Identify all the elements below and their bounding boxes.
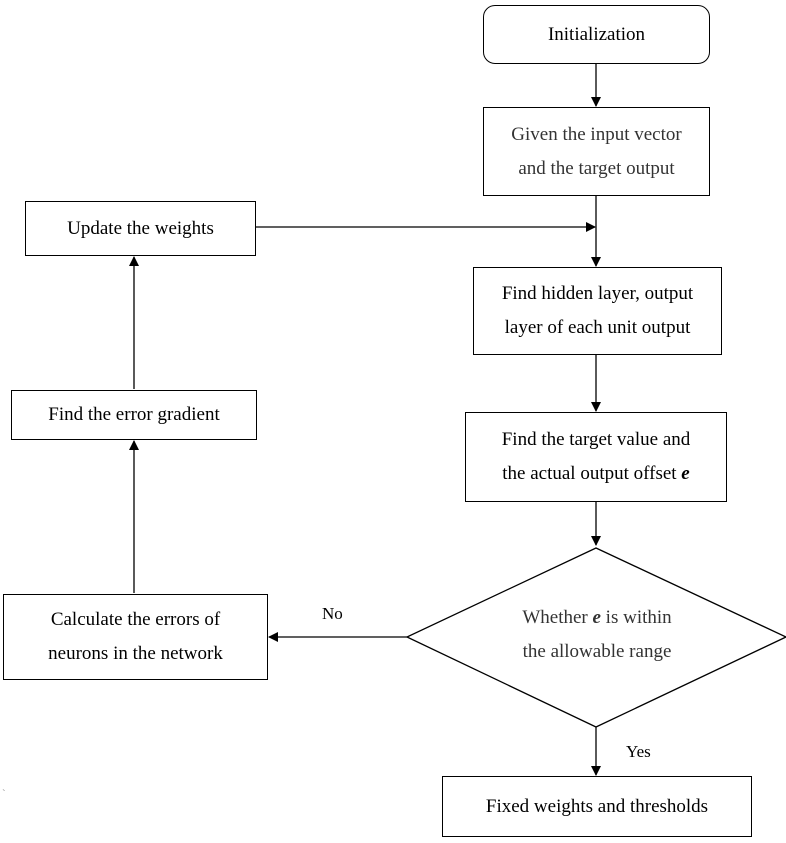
- decision-label-line1: Whether e is within: [522, 601, 671, 635]
- update-weights-node: Update the weights: [25, 201, 256, 256]
- edge-label-yes: Yes: [626, 742, 651, 761]
- offset-label-line1: Find the target value and: [501, 429, 691, 450]
- input-vector-node: Given the input vector and the target ou…: [483, 107, 710, 196]
- initialization-label: Initialization: [547, 23, 646, 45]
- offset-variable-e: e: [681, 463, 690, 484]
- offset-label-line2: the actual output offset e: [502, 457, 689, 491]
- input-vector-label-line1: Given the input vector: [511, 123, 682, 145]
- offset-label-text: the actual output offset: [502, 463, 677, 484]
- stray-mark: `: [2, 788, 6, 800]
- calculate-errors-label-line2: neurons in the network: [48, 643, 223, 664]
- decision-label-line2: the allowable range: [522, 641, 672, 662]
- hidden-layer-node: Find hidden layer, output layer of each …: [473, 267, 722, 355]
- update-weights-label: Update the weights: [67, 217, 214, 239]
- hidden-layer-label-line2: layer of each unit output: [504, 317, 691, 338]
- edge-label-no: No: [322, 604, 343, 623]
- decision-label-post: is within: [605, 607, 672, 628]
- initialization-node: Initialization: [483, 5, 710, 64]
- fixed-weights-node: Fixed weights and thresholds: [442, 776, 752, 837]
- calculate-errors-label-line1: Calculate the errors of: [50, 609, 221, 630]
- decision-label: Whether e is within the allowable range: [440, 600, 754, 670]
- decision-label-pre: Whether: [522, 607, 588, 628]
- input-vector-label-line2: and the target output: [518, 157, 675, 179]
- offset-node: Find the target value and the actual out…: [465, 412, 727, 502]
- error-gradient-label: Find the error gradient: [48, 404, 220, 425]
- decision-variable-e: e: [592, 607, 601, 628]
- calculate-errors-node: Calculate the errors of neurons in the n…: [3, 594, 268, 680]
- hidden-layer-label-line1: Find hidden layer, output: [501, 283, 694, 304]
- error-gradient-node: Find the error gradient: [11, 390, 257, 440]
- fixed-weights-label: Fixed weights and thresholds: [485, 795, 709, 817]
